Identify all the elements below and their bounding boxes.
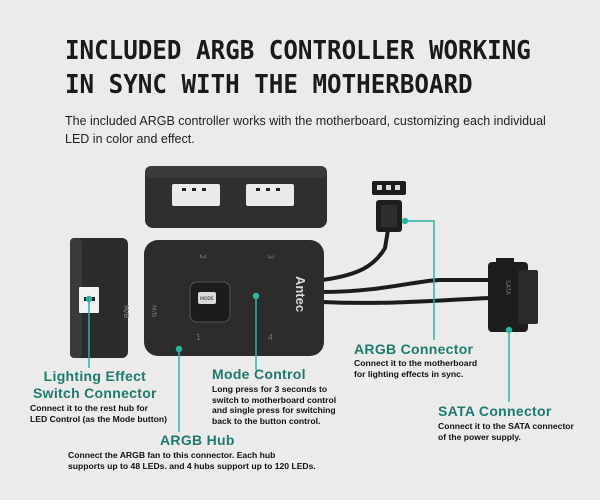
svg-text:1: 1 <box>196 333 201 342</box>
argb-connector-desc: Connect it to the motherboard for lighti… <box>354 358 478 379</box>
argb-connector-title: ARGB Connector <box>354 341 474 357</box>
main-argb-hub: MODE Antec M/B 2 3 1 4 <box>144 240 324 356</box>
rear-hub <box>145 166 327 228</box>
leader-lines <box>85 217 513 432</box>
svg-text:MODE: MODE <box>200 296 214 302</box>
svg-text:4: 4 <box>268 333 273 342</box>
rear-port-1 <box>172 184 220 206</box>
title-line-2: IN SYNC WITH THE MOTHERBOARD <box>65 70 473 100</box>
lighting-switch-box: M/B <box>70 238 130 358</box>
title-line-1: INCLUDED ARGB CONTROLLER WORKING <box>65 36 531 66</box>
lighting-switch-desc: Connect it to the rest hub for LED Contr… <box>30 403 168 424</box>
svg-text:2: 2 <box>198 254 207 259</box>
cables <box>320 228 492 305</box>
mode-control-desc: Long press for 3 seconds to switch to mo… <box>212 384 337 426</box>
argb-hub-desc: Connect the ARGB fan to this connector. … <box>68 450 316 471</box>
sata-connector-title: SATA Connector <box>438 403 552 419</box>
lighting-switch-title: Lighting Effect Switch Connector <box>33 368 157 401</box>
switch-side-label: M/B <box>122 305 130 318</box>
mode-button <box>198 292 216 304</box>
argb-connector <box>372 181 406 232</box>
svg-text:SATA: SATA <box>504 280 511 296</box>
svg-text:3: 3 <box>266 254 275 259</box>
svg-text:M/B: M/B <box>150 305 158 317</box>
sata-connector-desc: Connect it to the SATA connector of the … <box>438 421 574 442</box>
argb-hub-title: ARGB Hub <box>160 432 235 448</box>
page-subtitle: The included ARGB controller works with … <box>65 114 546 146</box>
mode-control-title: Mode Control <box>212 366 306 382</box>
page-title: INCLUDED ARGB CONTROLLER WORKING IN SYNC… <box>65 34 549 102</box>
brand-logo: Antec <box>293 276 308 312</box>
rear-port-2 <box>246 184 294 206</box>
sata-connector: SATA <box>488 258 538 332</box>
